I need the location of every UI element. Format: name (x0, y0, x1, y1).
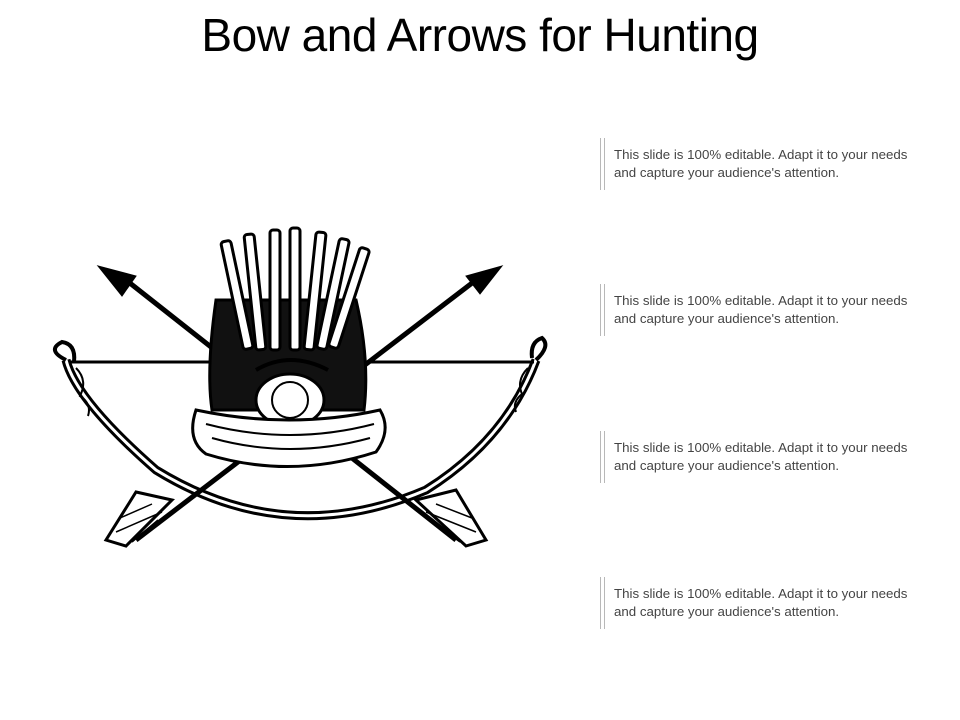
note-divider (604, 138, 605, 190)
note-divider (600, 284, 601, 336)
note-divider (604, 431, 605, 483)
bow-arrows-quiver-illustration (53, 226, 548, 548)
note-divider (604, 577, 605, 629)
note-text: This slide is 100% editable. Adapt it to… (614, 147, 908, 180)
note-divider (604, 284, 605, 336)
note-1: This slide is 100% editable. Adapt it to… (600, 138, 930, 190)
note-text: This slide is 100% editable. Adapt it to… (614, 440, 908, 473)
slide-title: Bow and Arrows for Hunting (201, 9, 759, 61)
note-3: This slide is 100% editable. Adapt it to… (600, 431, 930, 483)
note-text: This slide is 100% editable. Adapt it to… (614, 586, 908, 619)
note-text: This slide is 100% editable. Adapt it to… (614, 293, 908, 326)
note-divider (600, 577, 601, 629)
note-divider (600, 431, 601, 483)
quiver-icon (191, 226, 387, 468)
note-2: This slide is 100% editable. Adapt it to… (600, 284, 930, 336)
note-4: This slide is 100% editable. Adapt it to… (600, 577, 930, 629)
note-divider (600, 138, 601, 190)
